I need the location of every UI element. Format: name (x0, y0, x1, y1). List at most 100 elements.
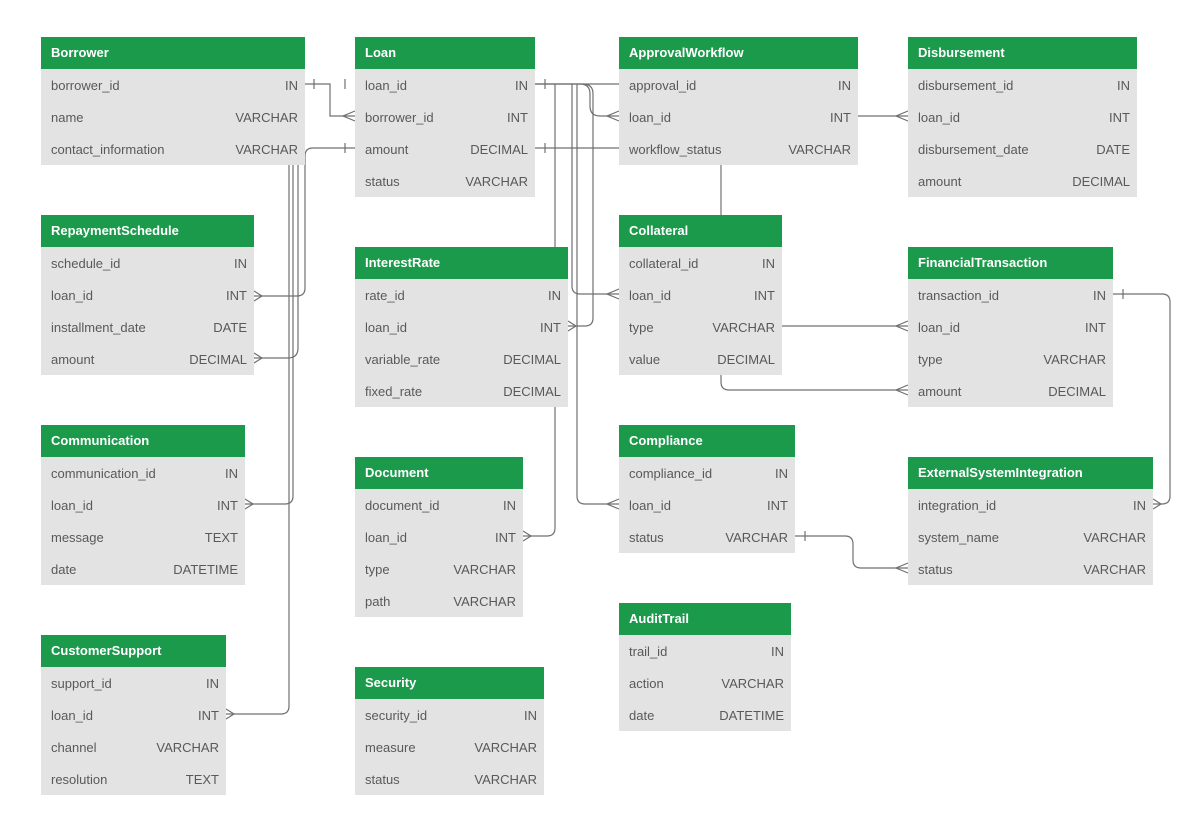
field-name: status (629, 529, 664, 545)
field-type: DATE (213, 319, 247, 335)
field-row[interactable]: loan_id INT (908, 101, 1137, 133)
field-type: DECIMAL (503, 383, 561, 399)
field-type: TEXT (185, 771, 219, 787)
field-type: VARCHAR (1083, 561, 1146, 577)
field-name: workflow_status (629, 141, 722, 157)
field-name: disbursement_date (918, 141, 1029, 157)
field-row[interactable]: installment_date DATE (41, 311, 254, 343)
field-type: DATETIME (719, 707, 784, 723)
link-loan-interest-loanid (568, 83, 594, 327)
field-name: installment_date (51, 319, 146, 335)
link-compliance-external (795, 535, 908, 569)
field-name: loan_id (918, 109, 960, 125)
field-type: IN (503, 497, 516, 513)
field-row[interactable]: trail_id IN (619, 635, 791, 667)
link-loan-collateral (571, 84, 619, 295)
entity-external-system-integration[interactable]: ExternalSystemIntegration integration_id… (908, 457, 1153, 585)
field-type: INT (1109, 109, 1130, 125)
field-type: VARCHAR (721, 675, 784, 691)
crow-foot-marker (253, 352, 264, 364)
field-type: IN (548, 287, 561, 303)
field-type: INT (754, 287, 775, 303)
field-name: trail_id (629, 643, 668, 659)
field-name: amount (918, 173, 962, 189)
entity-title: Communication (41, 425, 245, 457)
field-type: IN (225, 465, 238, 481)
field-type: DECIMAL (470, 141, 528, 157)
field-type: VARCHAR (235, 141, 298, 157)
field-name: loan_id (365, 529, 407, 545)
entity-title: ExternalSystemIntegration (908, 457, 1153, 489)
field-name: loan_id (51, 287, 93, 303)
field-type: IN (771, 643, 784, 659)
field-name: loan_id (51, 707, 93, 723)
field-type: IN (762, 255, 775, 271)
